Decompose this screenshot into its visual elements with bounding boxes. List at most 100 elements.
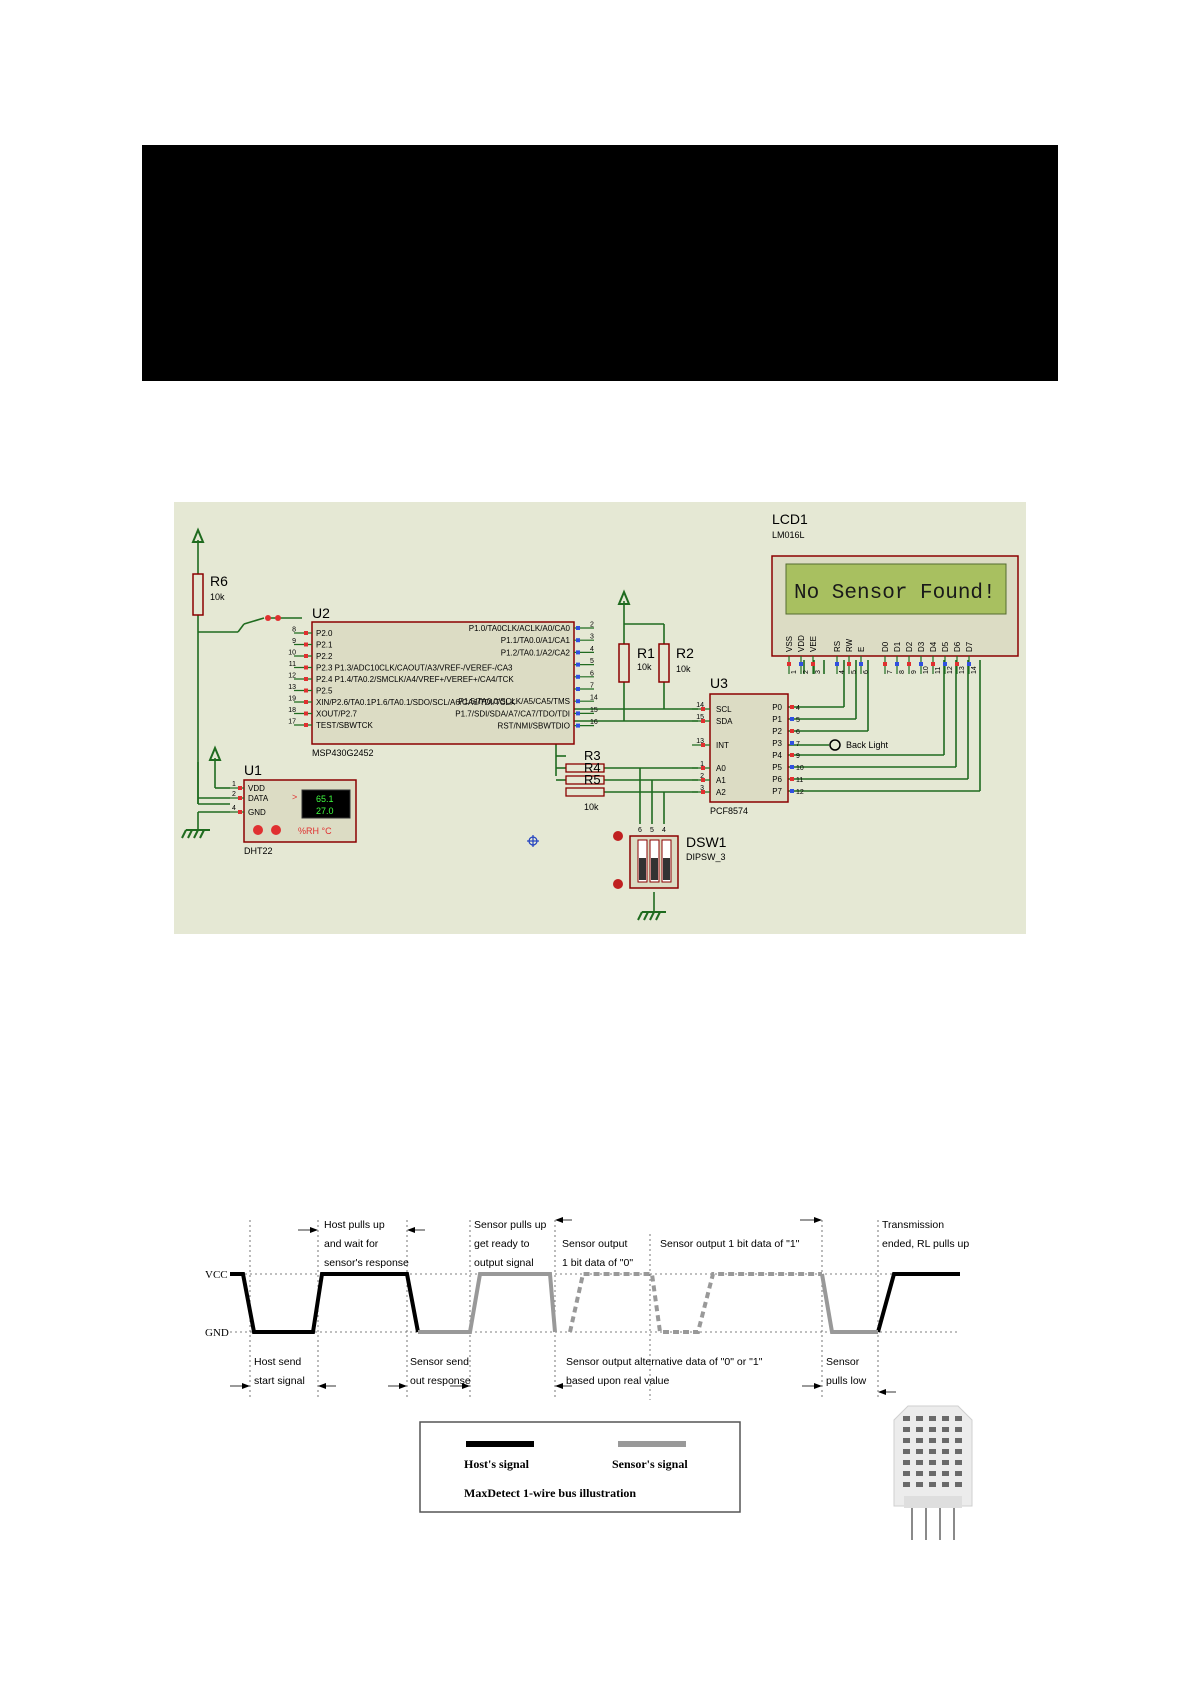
mcu-pin-number: 2 — [590, 622, 594, 629]
sensor-signal-low — [820, 1273, 878, 1334]
u3-pin-name: P6 — [772, 775, 782, 784]
mcu-pin-name: P1.1/TA0.0/A1/CA1 — [501, 636, 571, 645]
u3-pin-number: 1 — [700, 761, 704, 768]
mcu-pin-number: 18 — [288, 707, 296, 714]
lcd-display: LCD1 LM016L No Sensor Found! VSS1VDD2VEE… — [771, 511, 1019, 674]
backlight-terminal-icon — [829, 739, 841, 751]
r1-ref: R1 — [637, 645, 655, 661]
backlight-label: Back Light — [846, 740, 889, 750]
lcd-pin-number: 12 — [947, 666, 954, 674]
r6-value: 10k — [210, 592, 225, 602]
bottom-annotations: Host send start signal Sensor send out r… — [254, 1356, 867, 1387]
mcu-pin-name: P2.1 — [316, 641, 333, 650]
u3-pin-number: 10 — [796, 765, 804, 772]
resistor-r1: R1 10k — [618, 643, 655, 683]
lcd-pin-number: 4 — [839, 670, 846, 674]
annotation-alternative-1: Sensor output alternative data of "0" or… — [566, 1356, 763, 1368]
lcd-pin-number: 2 — [803, 670, 810, 674]
annotation-host-pulls-up-1: Host pulls up — [324, 1219, 385, 1231]
u3-pin-number: 5 — [796, 717, 800, 724]
u3-pin-number: 7 — [796, 741, 800, 748]
mcu-pin-number: 8 — [292, 627, 296, 634]
top-annotations: Host pulls up and wait for sensor's resp… — [324, 1219, 969, 1269]
mcu-pin-number: 15 — [590, 707, 598, 714]
mcu-pin-number: 19 — [288, 696, 296, 703]
mcu-pin-name: P1.2/TA0.1/A2/CA2 — [501, 648, 571, 657]
lcd-part: LM016L — [772, 530, 805, 540]
r2-value: 10k — [676, 664, 691, 674]
u1-pin-number: 2 — [232, 791, 236, 798]
sensor-arrow: > — [292, 792, 297, 802]
lcd-pin-number: 8 — [899, 670, 906, 674]
legend-caption: MaxDetect 1-wire bus illustration — [464, 1486, 636, 1500]
u3-pin-name: P2 — [772, 727, 782, 736]
annotation-host-send-2: start signal — [254, 1375, 305, 1387]
sensor-readout — [301, 789, 351, 819]
r2-ref: R2 — [676, 645, 694, 661]
r3-ref: R3 — [584, 748, 601, 763]
dip-switch-dsw1: 6 5 4 DSW1 DIPSW_3 — [613, 827, 727, 889]
mcu-pin-number: 12 — [288, 673, 296, 680]
mcu-pin-name: RST/NMI/SBWTDIO — [498, 722, 570, 731]
lcd-pin-number: 5 — [851, 670, 858, 674]
dsw-pin-6: 6 — [638, 827, 642, 834]
u1-pin-name: DATA — [248, 794, 269, 803]
lcd-pin-number: 10 — [923, 666, 930, 674]
mcu-pin-number: 5 — [590, 658, 594, 665]
lcd-pin-name: VEE — [809, 636, 818, 652]
lcd-pin-name: D5 — [941, 641, 950, 652]
lcd-pin-name: D0 — [881, 641, 890, 652]
lcd-pin-name: RW — [845, 638, 854, 652]
humidity-value: 65.1 — [316, 794, 334, 804]
mcu-pin-number: 14 — [590, 695, 598, 702]
mcu-pin-name: XOUT/P2.7 — [316, 710, 357, 719]
dsw-part: DIPSW_3 — [686, 852, 726, 862]
u2-part: MSP430G2452 — [312, 748, 374, 758]
u3-pin-name: P7 — [772, 787, 782, 796]
timing-arrows — [242, 1217, 886, 1395]
mcu-pin-name: TEST/SBWTCK — [316, 721, 374, 730]
annotation-output-0-2: 1 bit data of "0" — [562, 1257, 633, 1269]
lcd-pin-name: D1 — [893, 641, 902, 652]
annotation-output-1: Sensor output 1 bit data of "1" — [660, 1238, 800, 1250]
u3-pin-name: P4 — [772, 751, 782, 760]
lcd-pin-name: VSS — [785, 636, 794, 652]
mcu-pin-name: P1.7/SDI/SDA/A7/CA7/TDO/TDI — [455, 709, 570, 718]
mcu-pin-number: 3 — [590, 634, 594, 641]
u3-pin-number: 4 — [796, 705, 800, 712]
u3-pin-name: INT — [716, 741, 729, 750]
resistor-array-r3-r5: R3 R4 R5 10k — [565, 748, 605, 812]
lcd-pin-name: RS — [833, 641, 842, 652]
lcd-pin-name: D3 — [917, 641, 926, 652]
u3-pin-name: P1 — [772, 715, 782, 724]
resistor-r6: R6 10k — [192, 573, 281, 621]
u3-pin-name: SCL — [716, 705, 732, 714]
lcd-ref: LCD1 — [772, 511, 808, 527]
mcu-pin-name: P2.5 — [316, 687, 333, 696]
u3-pin-name: A2 — [716, 788, 726, 797]
lcd-message: No Sensor Found! — [794, 582, 996, 605]
legend-sensor-label: Sensor's signal — [612, 1457, 688, 1471]
mcu-pin-number: 6 — [590, 670, 594, 677]
u3-pin-name: A0 — [716, 764, 726, 773]
dsw-pin-5: 5 — [650, 827, 654, 834]
u1-pin-number: 4 — [232, 805, 236, 812]
mcu-pin-number: 17 — [288, 719, 296, 726]
lcd-pin-name: D4 — [929, 641, 938, 652]
lcd-pin-name: D2 — [905, 641, 914, 652]
mcu-pin-name: P2.0 — [316, 629, 333, 638]
mcu-pin-name: P1.0/TA0CLK/ACLK/A0/CA0 — [469, 624, 571, 633]
lcd-pin-name: VDD — [797, 635, 806, 652]
u3-pin-name: P3 — [772, 739, 782, 748]
annotation-transmission-1: Transmission — [882, 1219, 944, 1231]
host-signal-line — [230, 1272, 420, 1334]
mcu-pin-number: 16 — [590, 719, 598, 726]
timing-legend: Host's signal Sensor's signal MaxDetect … — [419, 1421, 741, 1513]
mcu-pin-name: XIN/P2.6/TA0.1P1.6/TA0.1/SDO/SCL/A6/CA6/… — [316, 698, 516, 707]
lcd-pin-number: 11 — [935, 667, 942, 674]
annotation-host-pulls-up-2: and wait for — [324, 1238, 379, 1250]
schematic-wires — [197, 540, 981, 912]
